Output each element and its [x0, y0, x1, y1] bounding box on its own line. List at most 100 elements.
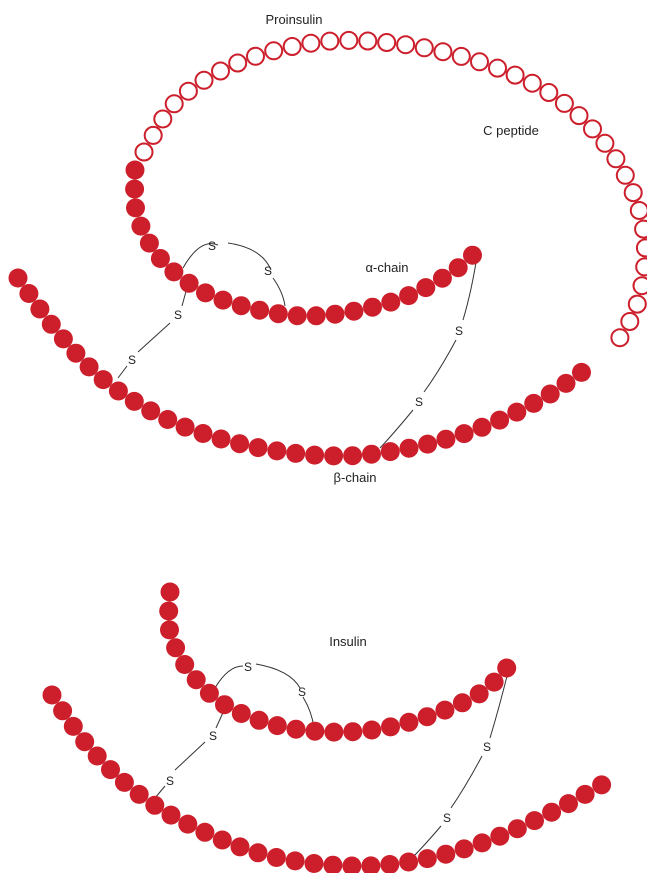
amino-acid-residue	[75, 732, 95, 752]
amino-acid-residue	[160, 582, 180, 602]
amino-acid-residue	[131, 216, 151, 236]
disulfide-bond	[182, 243, 219, 269]
amino-acid-residue	[215, 695, 234, 715]
c-peptide-residue	[632, 276, 647, 296]
sulfur-label: S	[244, 660, 252, 674]
amino-acid-residue	[323, 855, 343, 873]
c-peptide-residue	[629, 201, 647, 220]
c-peptide-residue	[470, 52, 489, 72]
alpha-chain-label: α-chain	[366, 260, 409, 275]
amino-acid-residue	[416, 278, 436, 298]
amino-acid-residue	[248, 438, 268, 458]
c-peptide-residue	[635, 257, 647, 277]
amino-acid-residue	[472, 417, 492, 437]
disulfide-bond	[423, 339, 457, 393]
c-peptide-residue	[320, 31, 340, 51]
amino-acid-residue	[363, 297, 382, 317]
amino-acid-residue	[212, 830, 232, 850]
amino-acid-residue	[53, 329, 73, 349]
amino-acid-residue	[381, 292, 401, 312]
amino-acid-residue	[362, 444, 381, 464]
amino-acid-residue	[435, 700, 455, 720]
c-peptide-residue	[143, 125, 163, 145]
c-peptide-residue	[606, 149, 626, 169]
sulfur-label: S	[443, 811, 451, 825]
amino-acid-residue	[436, 844, 456, 864]
insulin-disulfide-bonds	[154, 663, 511, 861]
c-peptide-residue	[396, 35, 416, 55]
sulfur-label: S	[264, 264, 272, 278]
insulin-title: Insulin	[329, 634, 367, 649]
amino-acid-residue	[101, 760, 120, 780]
c-peptide-residue	[153, 109, 173, 129]
disulfide-bond	[214, 665, 244, 689]
amino-acid-residue	[195, 822, 215, 842]
amino-acid-residue	[507, 819, 527, 839]
amino-acid-residue	[497, 658, 517, 678]
amino-acid-residue	[126, 198, 145, 218]
c-peptide-residue	[627, 294, 647, 314]
c-peptide-residue	[282, 37, 302, 56]
amino-acid-residue	[199, 683, 219, 703]
amino-acid-residue	[484, 672, 504, 692]
amino-acid-residue	[324, 446, 344, 466]
amino-acid-residue	[399, 438, 419, 458]
amino-acid-residue	[575, 784, 595, 804]
amino-acid-residue	[490, 410, 510, 430]
c-peptide-label: C peptide	[483, 123, 539, 138]
alpha-chain	[125, 160, 482, 326]
amino-acid-residue	[454, 424, 474, 444]
amino-acid-residue	[286, 719, 306, 739]
amino-acid-residue	[42, 685, 62, 705]
c-peptide-residue	[583, 119, 602, 139]
amino-acid-residue	[141, 401, 161, 421]
amino-acid-residue	[417, 849, 437, 869]
amino-acid-residue	[432, 268, 452, 288]
amino-acid-residue	[342, 856, 362, 873]
disulfide-bond	[272, 277, 286, 307]
amino-acid-residue	[417, 707, 437, 727]
amino-acid-residue	[286, 443, 306, 463]
sulfur-label: S	[208, 239, 216, 253]
c-peptide-residue	[264, 41, 284, 61]
disulfide-bond	[255, 663, 301, 689]
c-peptide-chain	[134, 30, 647, 348]
amino-acid-residue	[53, 701, 73, 721]
disulfide-bond	[137, 322, 171, 353]
amino-acid-residue	[166, 638, 186, 658]
amino-acid-residue	[380, 855, 400, 873]
amino-acid-residue	[490, 826, 510, 846]
c-peptide-residue	[595, 133, 615, 153]
amino-acid-residue	[124, 391, 144, 411]
amino-acid-residue	[572, 362, 591, 382]
amino-acid-residue	[305, 445, 325, 465]
c-peptide-residue	[414, 38, 434, 58]
c-peptide-residue	[164, 94, 184, 114]
amino-acid-residue	[305, 721, 325, 741]
amino-acid-residue	[399, 712, 419, 732]
amino-acid-residue	[160, 620, 179, 640]
amino-acid-residue	[267, 716, 287, 736]
amino-acid-residue	[454, 839, 474, 859]
amino-acid-residue	[267, 441, 287, 461]
amino-acid-residue	[306, 306, 326, 326]
proinsulin-panel: Proinsulin C peptide α-chain β-chain S S…	[8, 12, 647, 485]
amino-acid-residue	[362, 720, 382, 740]
sulfur-label: S	[298, 685, 306, 699]
amino-acid-residue	[230, 837, 250, 857]
amino-acid-residue	[231, 296, 251, 316]
amino-acid-residue	[436, 429, 456, 449]
c-peptide-residue	[301, 33, 321, 53]
amino-acid-residue	[114, 772, 134, 792]
amino-acid-residue	[463, 245, 482, 265]
amino-acid-residue	[418, 434, 438, 454]
proinsulin-title: Proinsulin	[265, 12, 322, 27]
sulfur-label: S	[174, 308, 182, 322]
amino-acid-residue	[525, 811, 544, 831]
amino-acid-residue	[266, 848, 286, 867]
c-peptide-residue	[358, 31, 378, 51]
c-peptide-residue	[228, 53, 248, 73]
amino-acid-residue	[448, 258, 468, 278]
amino-acid-residue	[287, 306, 307, 326]
amino-acid-residue	[559, 794, 578, 814]
